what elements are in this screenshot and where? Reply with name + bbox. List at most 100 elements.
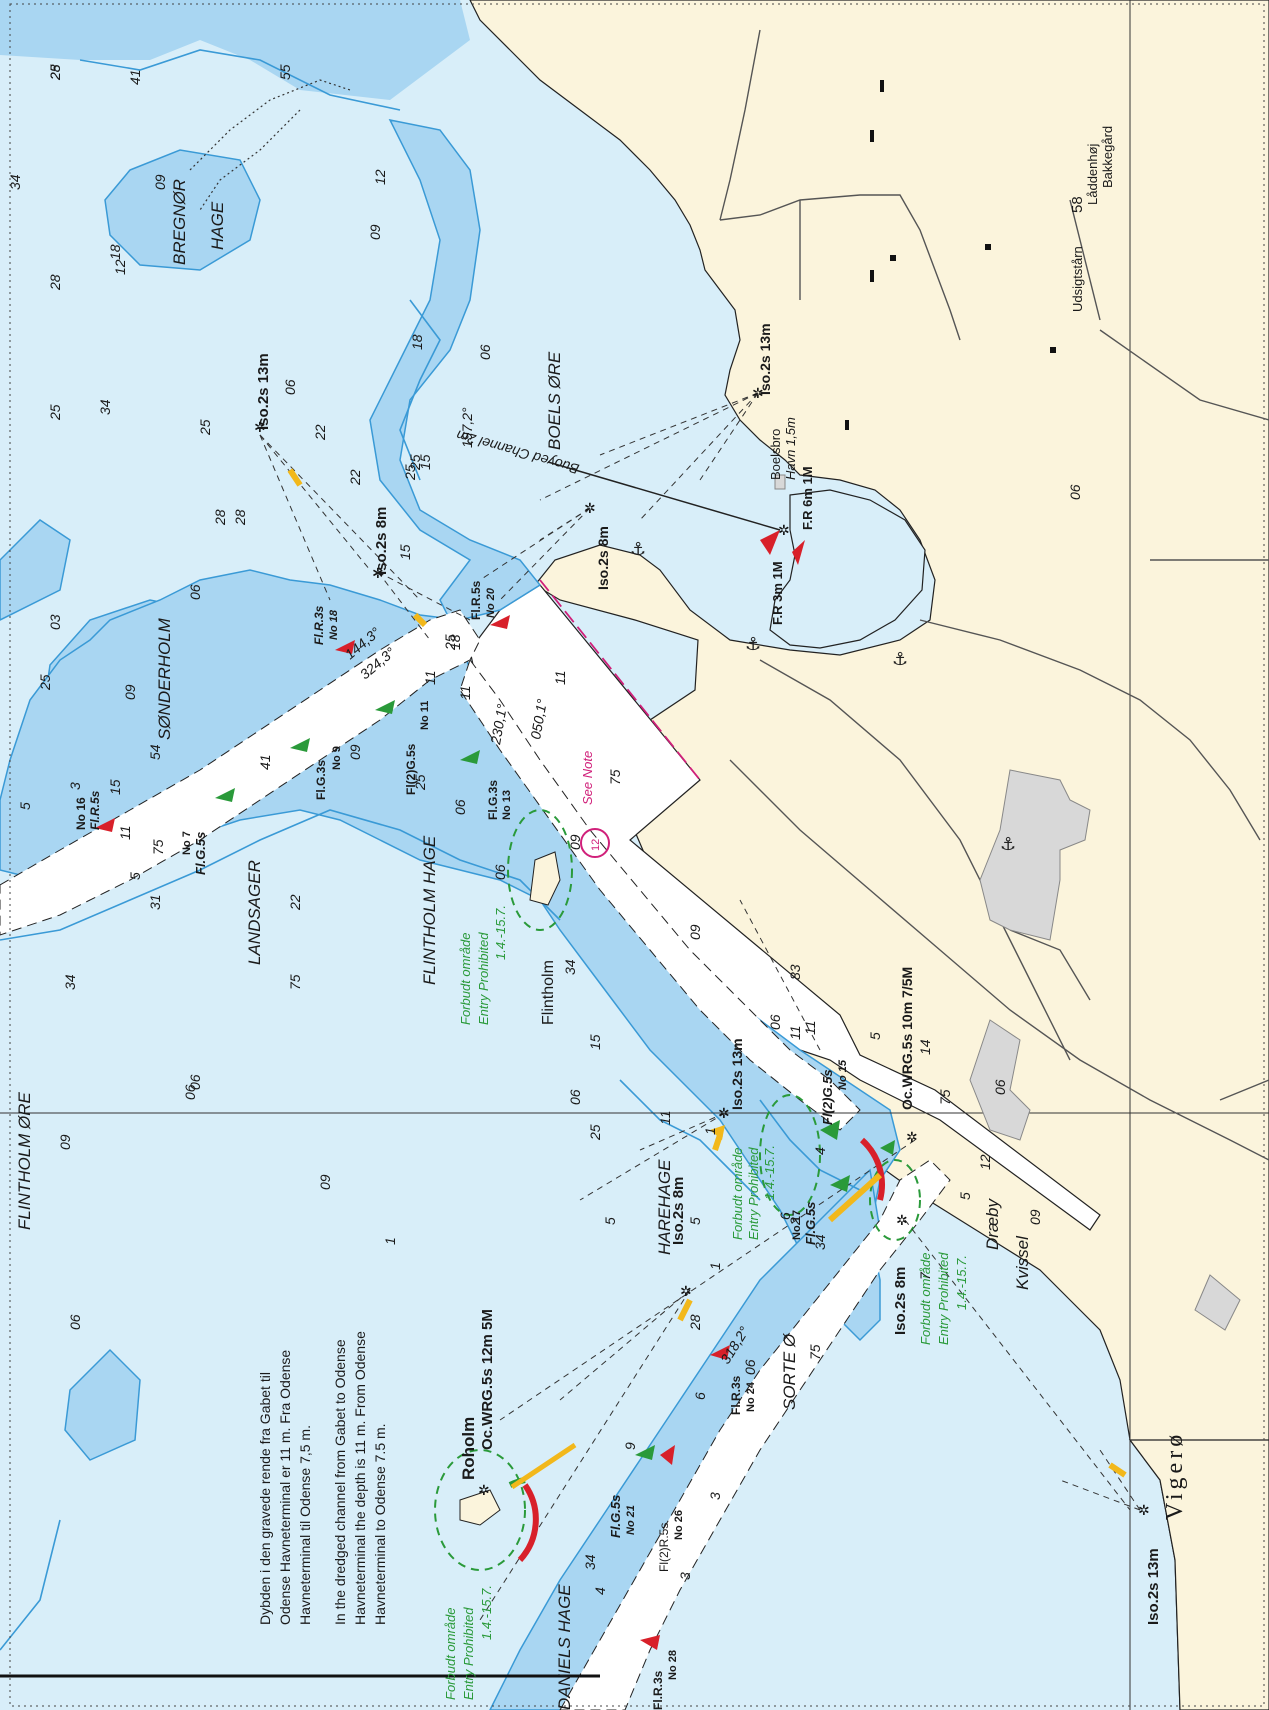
sounding: 12 — [372, 169, 388, 185]
sounding: 3 — [67, 782, 83, 790]
sounding: 6 — [777, 1212, 793, 1220]
sounding: 5 — [687, 1217, 703, 1225]
sonderholm: SØNDERHOLM — [155, 617, 174, 740]
dredged-channel-mid — [459, 658, 861, 1131]
rock-line — [189, 79, 351, 211]
svg-text:✲: ✲ — [1138, 1503, 1150, 1519]
sounding: 34 — [7, 174, 23, 190]
sounding: 75 — [937, 1089, 953, 1105]
sounding: 25 — [402, 464, 418, 481]
anchor-icon: ⚓ — [630, 539, 646, 560]
sounding: 5 — [127, 872, 143, 880]
light-stars: ✲ ✲ ✲ ✲ ✲ ✲ ✲ ✲ ✲ ✲ ✲ — [254, 386, 1150, 1519]
light-iso-8m-sorte: Iso.2s 8m — [892, 1267, 909, 1335]
svg-text:Fl.G.3s: Fl.G.3s — [486, 780, 500, 820]
see-note: See Note — [580, 751, 595, 805]
dredged-channel-south — [559, 1159, 951, 1710]
light-iso-8m-harehage: Iso.2s 8m — [670, 1177, 687, 1245]
kvissel: Kvissel — [1013, 1235, 1032, 1290]
shallow-bregnor — [104, 149, 261, 271]
sounding: 06 — [67, 1314, 83, 1330]
draeby: Dræby — [983, 1197, 1002, 1250]
sounding: 28 — [47, 64, 63, 81]
bregnor: BREGNØR — [170, 179, 189, 265]
sounding: 25 — [587, 1124, 603, 1141]
green-buoy-13 — [460, 750, 480, 764]
svg-text:Fl.G.5s: Fl.G.5s — [608, 1495, 623, 1538]
svg-text:Fl.R.5s: Fl.R.5s — [469, 580, 483, 620]
green-buoy-21 — [635, 1445, 655, 1460]
buoy-symbols — [95, 530, 895, 1650]
svg-text:No 20: No 20 — [485, 587, 497, 618]
note-circle — [580, 828, 610, 858]
anchor-icon: ⚓ — [1000, 834, 1016, 855]
svg-text:No 28: No 28 — [667, 1650, 679, 1680]
flintholm-ore: FLINTHOLM ØRE — [15, 1091, 34, 1230]
sounding: 28 — [687, 1314, 703, 1331]
sounding: 18 — [409, 334, 425, 350]
light-oc-wrg-12m: Oc.WRG.5s 12m 5M — [479, 1309, 496, 1450]
laddenhoj: Låddenhøj — [1085, 143, 1100, 205]
sounding: 28 — [212, 509, 228, 526]
sounding: 06 — [492, 864, 508, 880]
sounding: 1 — [707, 1262, 723, 1270]
svg-text:✲: ✲ — [680, 1284, 692, 1300]
roads — [719, 29, 1269, 1161]
sounding: 09 — [687, 924, 703, 940]
buoyed-channel-line — [547, 461, 781, 531]
svg-text:Fl(2)G.5s: Fl(2)G.5s — [404, 743, 418, 795]
depth-note: Dybden i den gravede rende fra Gabet til… — [257, 1331, 388, 1625]
sounding: 22 — [347, 469, 363, 486]
red-buoy-boels-1 — [760, 530, 780, 555]
shallow-sw — [64, 1348, 141, 1461]
shallow-north — [0, 0, 470, 100]
sounding: 06 — [767, 1014, 783, 1030]
sounding: 75 — [807, 1344, 823, 1360]
sounding: 15 — [417, 454, 433, 470]
svg-text:Forbudt område: Forbudt område — [918, 1253, 933, 1346]
sounding: 41 — [127, 69, 143, 85]
sounding: 34 — [562, 959, 578, 975]
svg-text:Havneterminal the depth is 11: Havneterminal the depth is 11 m. From Od… — [352, 1331, 368, 1625]
sounding: 1 — [382, 1237, 398, 1245]
sounding: 11 — [552, 670, 568, 685]
light-iso-13m-vigero: Iso.2s 13m — [1145, 1548, 1162, 1625]
svg-text:Fl.R.5s: Fl.R.5s — [88, 790, 102, 830]
sounding: 5 — [17, 802, 33, 810]
sounding: 09 — [367, 224, 383, 240]
svg-text:Fl.R.3s: Fl.R.3s — [729, 1375, 743, 1415]
land-vigero — [1128, 1439, 1269, 1710]
svg-text:No 21: No 21 — [625, 1505, 637, 1535]
restricted-boundary — [539, 579, 701, 781]
svg-text:Forbudt område: Forbudt område — [458, 933, 473, 1026]
sounding: 55 — [277, 64, 293, 80]
flintholm-hage: FLINTHOLM HAGE — [420, 835, 439, 985]
svg-text:✲: ✲ — [906, 1130, 918, 1146]
light-iso-13m-top: Iso.2s 13m — [255, 353, 272, 430]
sounding: 9 — [622, 1442, 638, 1450]
sounding: 34 — [62, 974, 78, 990]
svg-text:No 26: No 26 — [673, 1510, 685, 1540]
green-buoy-7 — [215, 788, 235, 802]
sounding: 11 — [787, 1025, 803, 1040]
landsager: LANDSAGER — [245, 860, 264, 965]
sounding: 2 — [787, 1217, 803, 1226]
yellow-sector-3 — [677, 1298, 693, 1322]
sounding: 11 — [457, 685, 473, 700]
green-buoy-17 — [830, 1175, 850, 1192]
vigero: Vigerø — [1162, 1431, 1188, 1520]
udsigtstarn-height: 58 — [1069, 196, 1086, 213]
sounding: 18 — [107, 244, 123, 260]
svg-text:230,1°: 230,1° — [487, 702, 510, 746]
svg-text:No 15: No 15 — [837, 1059, 849, 1090]
sounding: 7 — [917, 1271, 933, 1280]
sounding: 75 — [287, 974, 303, 990]
buildings — [774, 474, 1241, 1331]
depth-contours — [0, 49, 861, 1651]
svg-text:✲: ✲ — [752, 386, 764, 402]
sounding: 83 — [787, 964, 803, 980]
svg-text:1.4.-15.7.: 1.4.-15.7. — [479, 1585, 494, 1640]
boels-ore: BOELS ØRE — [545, 351, 564, 450]
sounding: 75 — [607, 769, 623, 785]
red-buoy-24 — [710, 1345, 730, 1360]
